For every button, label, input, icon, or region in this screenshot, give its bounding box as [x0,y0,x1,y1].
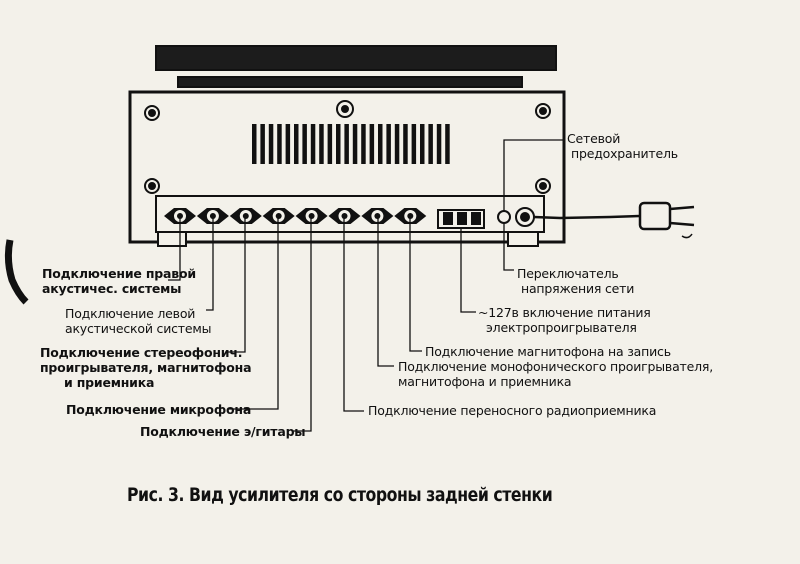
label-mono: Подключение монофонического проигрывател… [398,359,713,389]
label-right-speaker: Подключение правой акустичес. системы [42,266,196,296]
left-foot [157,231,187,247]
vent-slot [302,124,307,164]
din-socket [295,208,328,224]
vent-slot [394,124,400,164]
vent-slot [369,124,375,164]
amplifier-top-cover [155,45,557,71]
vent-slot [344,124,349,164]
vent-slot [445,124,450,164]
din-socket [394,208,427,224]
margin-mark [4,239,29,305]
power-plug [638,201,672,231]
vent-slot [436,124,442,164]
vent-slot [260,124,265,164]
leader-lines [168,139,563,432]
vent-slot [411,124,417,164]
vent-slot [294,124,299,164]
right-foot [507,231,539,247]
vent-slot [403,124,408,164]
label-radio: Подключение переносного радиоприемника [368,403,657,418]
mounting-screws [144,100,551,194]
vent-slot [378,124,383,164]
label-stereo: Подключение стереофонич. проигрывателя, … [40,345,252,390]
vent-slot [386,124,391,164]
label-microphone: Подключение микрофона [66,402,252,417]
turntable-outlet [497,210,511,224]
vent-slot [352,124,358,164]
vent-slot [327,124,333,164]
vent-slot [319,124,324,164]
vent-slot [277,124,282,164]
vent-slot [336,124,341,164]
label-turntable-power: ~127в включение питания электропроигрыва… [478,305,651,335]
label-left-speaker: Подключение левой акустической системы [65,306,212,336]
label-tape-record: Подключение магнитофона на запись [425,344,671,359]
label-fuse: Сетевой предохранитель [567,131,678,161]
label-guitar: Подключение э/гитары [140,424,306,439]
vent-slot [420,124,425,164]
vent-slot [361,124,366,164]
din-socket [196,208,229,224]
din-socket [361,208,394,224]
vent-slot [310,124,316,164]
vent-slot [252,124,257,164]
din-socket [262,208,295,224]
vent-slot [285,124,291,164]
figure-caption: Рис. 3. Вид усилителя со стороны задней … [127,484,553,506]
label-voltage-switch: Переключатель напряжения сети [517,266,635,296]
ventilation-grille [252,124,450,164]
power-cord [533,214,641,220]
din-socket [229,208,262,224]
vent-slot [428,124,433,164]
top-vent-slot [177,76,523,88]
vent-slot [268,124,274,164]
